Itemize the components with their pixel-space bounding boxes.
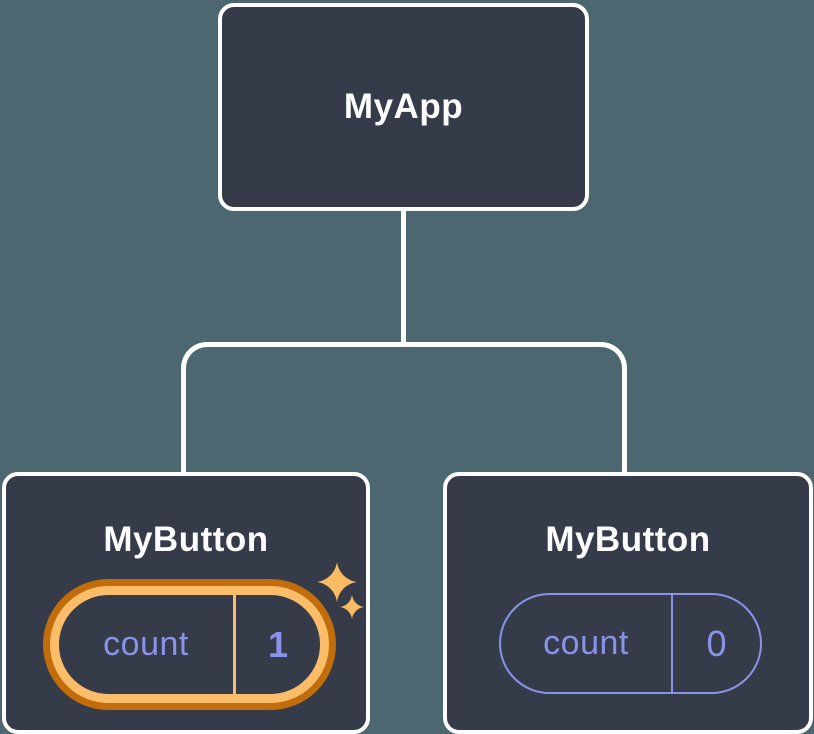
child-node-label: MyButton: [103, 520, 269, 559]
state-value-section: 1: [236, 595, 320, 694]
state-pill-divider: [671, 595, 673, 692]
child-node-mybutton-right: MyButton count 0: [443, 472, 813, 734]
state-pill-inner: count 1: [50, 586, 329, 703]
state-key-label: count: [543, 624, 629, 662]
sparkle-icon: [317, 562, 357, 602]
connector-branch-bracket: [181, 342, 627, 474]
state-value-section: 0: [673, 595, 760, 692]
state-key-label: count: [103, 625, 189, 663]
root-node-myapp: MyApp: [218, 3, 589, 211]
state-pill-divider: [233, 595, 236, 694]
child-node-mybutton-left: MyButton count 1: [2, 472, 370, 734]
connector-root-stem: [401, 209, 406, 345]
state-pill-highlighted: count 1: [43, 579, 336, 710]
child-node-label: MyButton: [545, 520, 711, 559]
state-value: 1: [267, 623, 289, 665]
state-value: 0: [706, 622, 727, 664]
sparkle-icon: [340, 595, 364, 619]
root-node-label: MyApp: [343, 87, 464, 126]
state-key-section: count: [59, 595, 233, 694]
state-pill-plain: count 0: [499, 593, 762, 694]
state-key-section: count: [501, 595, 671, 692]
